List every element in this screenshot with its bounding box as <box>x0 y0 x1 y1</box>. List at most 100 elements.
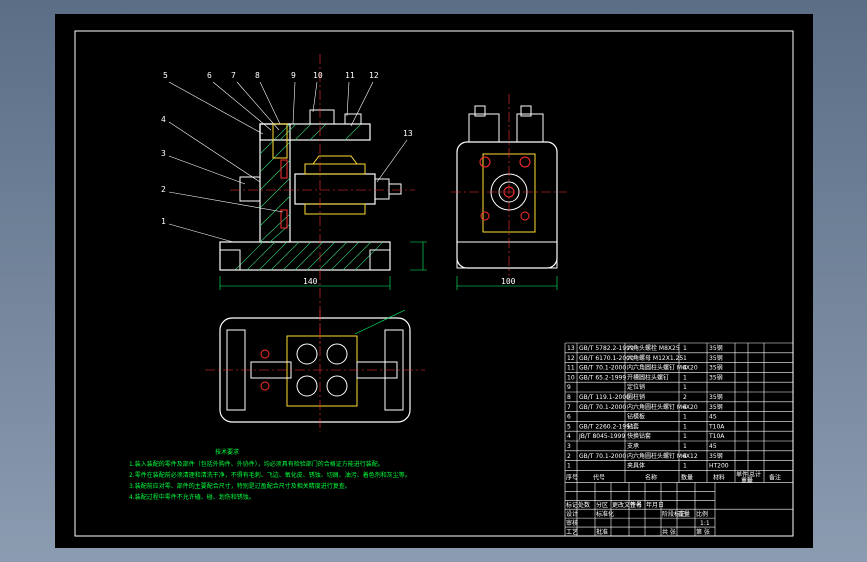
drawing-border <box>74 30 794 537</box>
tb-count: 处数 <box>578 501 590 509</box>
bom-name: 夹具体 <box>627 462 645 470</box>
callout-numbers: 5 6 7 8 9 10 11 12 13 4 3 2 1 <box>161 71 413 226</box>
bom-name: 快换钻套 <box>627 432 651 440</box>
bom-header-material: 材料 <box>713 473 725 481</box>
bom-name: 开槽圆柱头螺钉 <box>627 373 669 381</box>
callout-4: 4 <box>161 115 166 124</box>
bom-no: 4 <box>567 433 571 440</box>
bom-code: GB/T 119.1-2000 <box>579 394 630 401</box>
bom-name: 定位销 <box>627 383 645 391</box>
callout-2: 2 <box>161 185 166 194</box>
bom-no: 8 <box>567 394 571 401</box>
tb-scale: 比例 <box>696 510 708 518</box>
callout-3: 3 <box>161 149 166 158</box>
bom-material: HT200 <box>709 463 729 470</box>
bom-header-no: 序号 <box>566 473 578 481</box>
bom-header-qty: 数量 <box>681 473 693 481</box>
bom-no: 9 <box>567 384 571 391</box>
bom-name: 内六角圆柱头螺钉 M6X20 <box>627 364 698 372</box>
bom-header-unit-weight: 单件 <box>736 470 748 478</box>
tb-stage: 阶段标记 <box>662 510 686 518</box>
side-width-dim: 100 <box>501 277 516 286</box>
callout-12: 12 <box>369 71 379 80</box>
callout-5: 5 <box>163 71 168 80</box>
tb-mark: 标记 <box>566 501 578 509</box>
bom-material: 45 <box>709 443 717 450</box>
bom-qty: 1 <box>683 423 687 430</box>
callout-leaders <box>168 81 408 243</box>
bom-qty: 4 <box>683 453 687 460</box>
bom-no: 6 <box>567 414 571 421</box>
bom-code: GB/T 70.1-2000 <box>579 453 626 460</box>
bom-code: GB/T 65.2-1999 <box>579 374 626 381</box>
bom-material: 35钢 <box>709 452 723 460</box>
tech-requirements: 技术要求 1.装入装配的零件及部件（包括外购件、外协件），均必须具有检验部门的合… <box>129 448 411 501</box>
bom-qty: 1 <box>683 384 687 391</box>
top-view <box>205 309 425 432</box>
bom-qty: 1 <box>683 345 687 352</box>
bom-material: T10A <box>708 433 725 440</box>
bom-material: 35钢 <box>709 373 723 381</box>
bom-name: 钻套 <box>627 422 639 430</box>
bom-no: 2 <box>567 453 571 460</box>
bom-qty: 1 <box>683 355 687 362</box>
bom-header-code: 代号 <box>593 473 605 481</box>
bom-qty: 1 <box>683 374 687 381</box>
bom-name: 钻模板 <box>627 413 645 421</box>
bom-material: 35钢 <box>709 354 723 362</box>
callout-11: 11 <box>345 71 355 80</box>
bom-qty: 1 <box>683 463 687 470</box>
bom-name: 内六角圆柱头螺钉 M6X12 <box>627 452 698 460</box>
bom-material: 35钢 <box>709 364 723 372</box>
bom-qty: 1 <box>683 433 687 440</box>
bom-code: GB/T 70.1-2000 <box>579 365 626 372</box>
bom-code: GB/T 2260.2-1991 <box>579 423 634 430</box>
tb-sheets-total: 共 张 <box>662 528 676 536</box>
bom-material: 45 <box>709 414 717 421</box>
bom-qty: 1 <box>683 414 687 421</box>
bom-qty: 2 <box>683 394 687 401</box>
cad-drawing-viewport[interactable]: 140 5 6 7 8 9 10 11 12 13 4 3 2 1 <box>55 14 813 548</box>
bom-header-name: 名称 <box>645 473 657 481</box>
bom-qty: 4 <box>683 404 687 411</box>
tb-design: 设计 <box>566 510 578 518</box>
tb-weight: 重量 <box>678 510 690 518</box>
callout-8: 8 <box>255 71 260 80</box>
tb-date: 年月日 <box>646 501 664 509</box>
title-block: 标记处数分区更改文件号签名年月日设计标准化阶段标记重量比例审核工艺批准共 张第 … <box>564 482 794 536</box>
bom-code: GB/T 70.1-2000 <box>579 404 626 411</box>
bom-name: 圆柱销 <box>627 393 645 401</box>
tb-zone: 分区 <box>596 501 608 509</box>
bom-code: GB/T 5782.2-1999 <box>579 345 634 352</box>
callout-13: 13 <box>403 129 413 138</box>
bom-no: 1 <box>567 463 571 470</box>
bom-no: 12 <box>567 355 575 362</box>
tech-line-2: 2.零件在装配前必须清理和清洗干净，不得有毛刺、飞边、氧化皮、锈蚀、切屑、油污、… <box>129 471 411 479</box>
bom-no: 11 <box>567 365 575 372</box>
tb-standard: 标准化 <box>596 510 614 518</box>
callout-1: 1 <box>161 217 166 226</box>
tb-process: 工艺 <box>566 528 578 536</box>
bom-material: 35钢 <box>709 403 723 411</box>
bom-name: 支承 <box>627 442 639 450</box>
bom-header-weight: 重量 <box>741 476 753 484</box>
cad-drawing-canvas: 140 5 6 7 8 9 10 11 12 13 4 3 2 1 <box>74 30 794 537</box>
tb-scale-value: 1:1 <box>700 520 710 527</box>
callout-9: 9 <box>291 71 296 80</box>
tech-line-1: 1.装入装配的零件及部件（包括外购件、外协件），均必须具有检验部门的合格证方能进… <box>129 460 384 468</box>
bom-no: 10 <box>567 374 575 381</box>
tb-sheet-no: 第 张 <box>696 528 710 536</box>
bom-qty: 1 <box>683 443 687 450</box>
bom-no: 5 <box>567 423 571 430</box>
bom-header-total-weight: 总计 <box>749 470 761 478</box>
side-view <box>451 94 567 290</box>
bom-no: 7 <box>567 404 571 411</box>
callout-10: 10 <box>313 71 323 80</box>
tb-approve: 批准 <box>596 528 608 536</box>
bom-qty: 4 <box>683 365 687 372</box>
bom-header-note: 备注 <box>769 473 781 481</box>
tb-sign: 签名 <box>630 501 642 509</box>
bom-no: 13 <box>567 345 575 352</box>
bom-name: 六角螺母 M12X1.25 <box>627 354 683 362</box>
